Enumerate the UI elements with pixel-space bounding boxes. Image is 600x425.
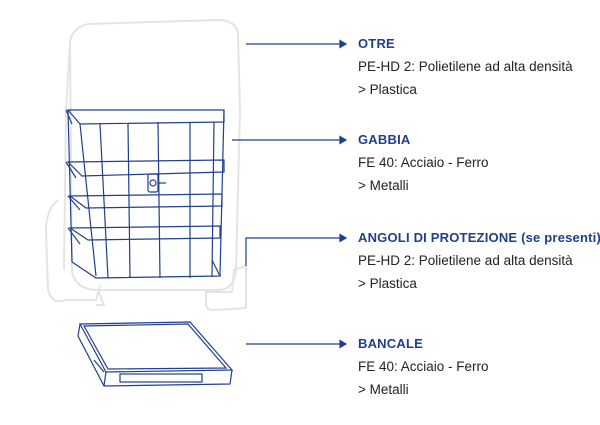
category-gabbia: > Metalli (358, 178, 409, 193)
arrow-angoli (245, 237, 340, 266)
arrow-bancale-head (339, 339, 348, 349)
protection-corner-shape (205, 264, 247, 312)
arrow-gabbia-head (339, 135, 348, 145)
category-angoli: > Plastica (358, 276, 417, 291)
cage-shape (65, 109, 225, 279)
title-bancale: BANCALE (358, 336, 423, 351)
category-bancale: > Metalli (358, 382, 409, 397)
material-angoli: PE-HD 2: Polietilene ad alta densità (358, 253, 573, 268)
label-angoli: ANGOLI DI PROTEZIONE (se presenti) PE-HD… (358, 230, 600, 291)
material-gabbia: FE 40: Acciaio - Ferro (358, 155, 489, 170)
label-gabbia: GABBIA FE 40: Acciaio - Ferro > Metalli (358, 132, 489, 193)
category-otre: > Plastica (358, 82, 417, 97)
title-gabbia: GABBIA (358, 132, 411, 147)
material-otre: PE-HD 2: Polietilene ad alta densità (358, 59, 573, 74)
arrow-otre-head (339, 39, 348, 49)
material-bancale: FE 40: Acciaio - Ferro (358, 359, 489, 374)
arrow-angoli-head (339, 233, 348, 243)
title-otre: OTRE (358, 36, 395, 51)
pallet-shape (77, 321, 234, 387)
arrows (232, 39, 348, 349)
label-bancale: BANCALE FE 40: Acciaio - Ferro > Metalli (358, 336, 489, 397)
label-otre: OTRE PE-HD 2: Polietilene ad alta densit… (358, 36, 573, 97)
title-angoli: ANGOLI DI PROTEZIONE (se presenti) (358, 230, 600, 245)
